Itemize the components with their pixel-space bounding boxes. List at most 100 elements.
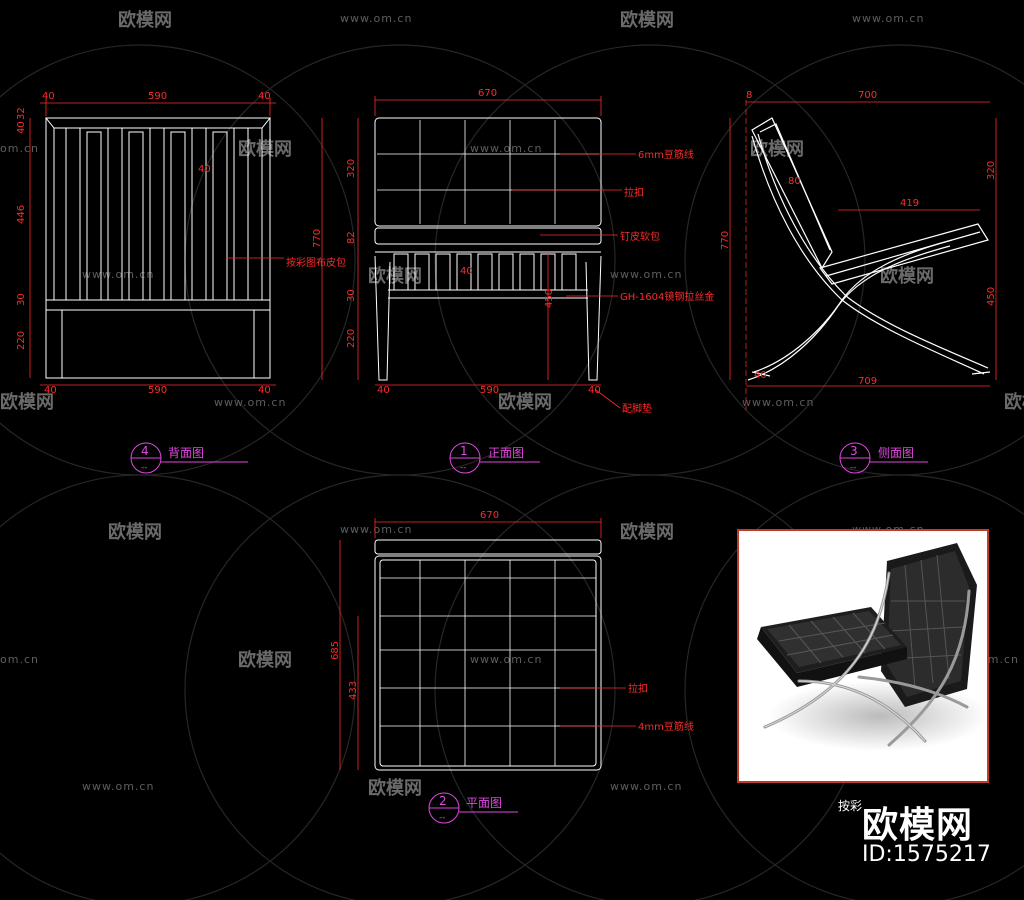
svg-text:450: 450 [986, 287, 997, 306]
plan-view-dimensions: 670 685 433 拉扣 4mm豆筋线 [330, 510, 694, 770]
svg-text:--: -- [850, 463, 857, 473]
model-id: ID:1575217 [862, 842, 991, 867]
watermark-brand: 欧模网 [620, 9, 674, 31]
plan-view-label: 2 -- 平面图 [428, 792, 518, 824]
svg-text:4: 4 [141, 444, 149, 458]
svg-text:40: 40 [44, 385, 57, 396]
watermark-brand: 欧模网 [368, 777, 422, 799]
watermark-url: www.om.cn [610, 268, 682, 281]
svg-text:220: 220 [16, 331, 27, 350]
svg-text:侧面图: 侧面图 [878, 446, 914, 460]
plan-view [374, 539, 602, 771]
svg-text:3: 3 [850, 444, 858, 458]
side-view [745, 100, 991, 410]
svg-text:平面图: 平面图 [466, 796, 502, 810]
svg-text:32: 32 [16, 107, 27, 120]
product-photo [737, 529, 989, 783]
watermark-url: www.om.cn [340, 523, 412, 536]
chair-render [757, 543, 987, 751]
svg-text:590: 590 [148, 385, 167, 396]
svg-text:6mm豆筋线: 6mm豆筋线 [638, 148, 694, 161]
watermark-brand: 欧模网 [0, 391, 54, 413]
watermark-url: om.cn [980, 653, 1019, 666]
watermark-url: www.om.cn [852, 12, 924, 25]
svg-text:670: 670 [478, 88, 497, 99]
svg-text:670: 670 [480, 510, 499, 521]
watermark-url: www.om.cn [610, 780, 682, 793]
watermark-brand: 欧模网 [238, 138, 292, 160]
svg-text:40: 40 [16, 121, 27, 134]
back-slats [65, 127, 249, 301]
svg-text:2: 2 [439, 794, 447, 808]
svg-text:40: 40 [258, 385, 271, 396]
svg-text:433: 433 [348, 681, 359, 700]
watermark-brand: 欧模网 [1004, 391, 1024, 413]
svg-text:4mm豆筋线: 4mm豆筋线 [638, 720, 694, 733]
svg-text:按彩图布皮包: 按彩图布皮包 [286, 256, 346, 269]
svg-text:40: 40 [588, 385, 601, 396]
svg-text:419: 419 [900, 198, 919, 209]
watermark-url: www.om.cn [742, 396, 814, 409]
svg-text:40: 40 [198, 164, 211, 175]
watermark-url: www.om.cn [470, 142, 542, 155]
watermark-url: om.cn [0, 653, 39, 666]
watermark-url: www.om.cn [470, 653, 542, 666]
watermark-url: www.om.cn [340, 12, 412, 25]
svg-text:背面图: 背面图 [168, 446, 204, 460]
svg-text:拉扣: 拉扣 [624, 186, 644, 199]
svg-text:685: 685 [330, 641, 341, 660]
side-view-dimensions: 8 700 770 80 419 320 450 709 40 [720, 90, 997, 387]
watermark-url: om.cn [0, 142, 39, 155]
side-view-label: 3 -- 侧面图 [839, 442, 928, 474]
svg-text:590: 590 [480, 385, 499, 396]
svg-text:40: 40 [42, 91, 55, 102]
svg-text:770: 770 [720, 231, 731, 250]
watermark-url: www.om.cn [82, 780, 154, 793]
watermark-url: www.om.cn [214, 396, 286, 409]
photo-caption: 按彩 [838, 799, 863, 813]
svg-text:82: 82 [346, 231, 357, 244]
svg-text:配脚垫: 配脚垫 [622, 402, 652, 415]
svg-text:--: -- [439, 813, 446, 823]
watermark-brand: 欧模网 [880, 265, 934, 287]
svg-text:正面图: 正面图 [488, 446, 524, 460]
back-view-dimensions: 40 590 40 40 32 446 30 220 40 590 40 40 … [16, 91, 346, 396]
svg-text:220: 220 [346, 329, 357, 348]
svg-text:40: 40 [754, 370, 767, 381]
svg-text:钉皮软包: 钉皮软包 [620, 230, 660, 243]
svg-text:40: 40 [460, 266, 473, 277]
svg-text:40: 40 [377, 385, 390, 396]
svg-text:--: -- [460, 463, 467, 473]
front-view [374, 117, 602, 381]
svg-text:8: 8 [746, 90, 752, 101]
watermark-brand: 欧模网 [108, 521, 162, 543]
svg-text:80: 80 [788, 176, 801, 187]
watermark-brand: 欧模网 [750, 138, 804, 160]
svg-text:770: 770 [312, 229, 323, 248]
svg-text:30: 30 [16, 293, 27, 306]
front-tufting [377, 120, 599, 224]
brand-logo-text: 欧模网 [862, 805, 974, 846]
front-view-dimensions: 670 770 320 82 30 220 40 450 40 590 40 6… [312, 88, 714, 415]
svg-text:320: 320 [346, 159, 357, 178]
watermark-url: www.om.cn [82, 268, 154, 281]
svg-text:--: -- [141, 463, 148, 473]
watermark-brand: 欧模网 [498, 391, 552, 413]
svg-text:590: 590 [148, 91, 167, 102]
watermark-brand: 欧模网 [620, 521, 674, 543]
back-view-label: 4 -- 背面图 [130, 442, 248, 474]
front-view-label: 1 -- 正面图 [449, 442, 540, 474]
watermark-brand: 欧模网 [238, 649, 292, 671]
svg-text:拉扣: 拉扣 [628, 682, 648, 695]
svg-text:320: 320 [986, 161, 997, 180]
svg-text:446: 446 [16, 205, 27, 224]
svg-text:40: 40 [258, 91, 271, 102]
watermark-brand: 欧模网 [118, 9, 172, 31]
svg-text:GH-1604镜钢拉丝金: GH-1604镜钢拉丝金 [620, 290, 714, 303]
svg-text:700: 700 [858, 90, 877, 101]
svg-text:30: 30 [346, 289, 357, 302]
back-view [44, 117, 272, 379]
svg-text:709: 709 [858, 376, 877, 387]
